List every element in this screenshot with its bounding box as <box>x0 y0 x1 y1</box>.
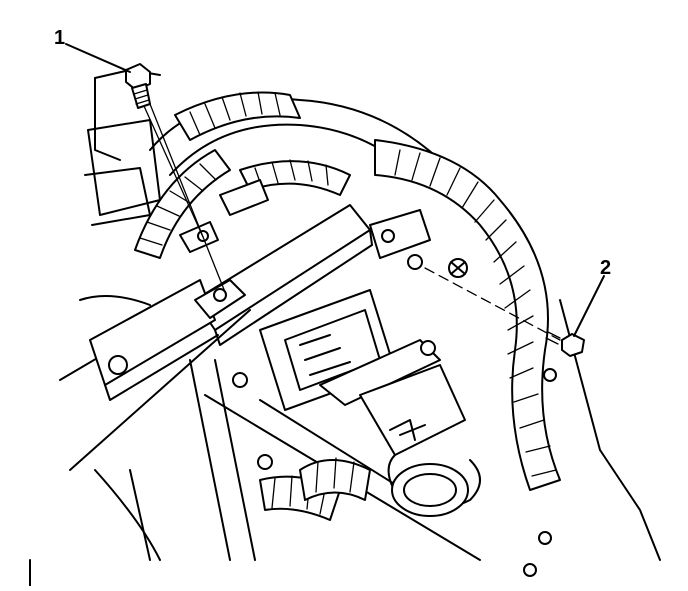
callout-label-2: 2 <box>600 257 612 279</box>
intake-component <box>89 204 481 517</box>
callout-label-1: 1 <box>54 27 66 49</box>
leader-line-1 <box>65 43 131 73</box>
bolt-1 <box>125 63 226 293</box>
brackets <box>108 179 557 577</box>
wiring-harness <box>134 91 561 521</box>
bolt-2 <box>424 267 585 357</box>
leader-line-2 <box>573 275 605 337</box>
